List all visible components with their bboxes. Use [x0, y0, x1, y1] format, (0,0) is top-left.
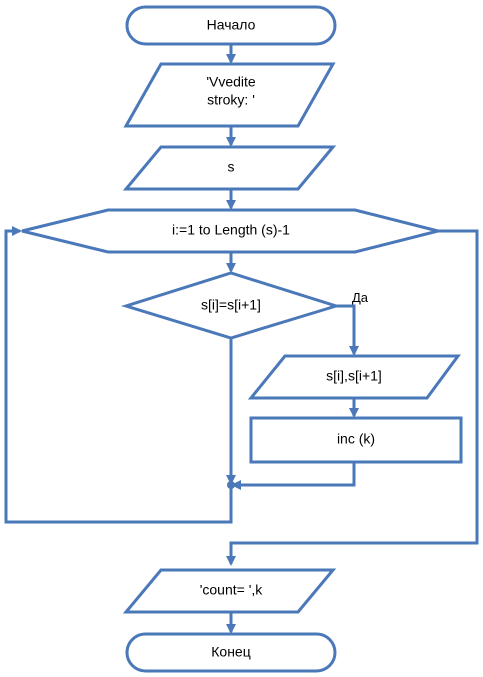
output-pair-block: s[i],s[i+1] [247, 354, 461, 400]
output-count-label: 'count= ',k [200, 582, 264, 598]
end-label: Конец [211, 644, 250, 660]
yes-label: Да [352, 290, 369, 305]
arrow-yes-branch [336, 304, 359, 356]
arrow-process-to-merge [231, 462, 356, 490]
end-terminator: Конец [125, 632, 337, 673]
prompt-output-block: 'Vvedite stroky: ' [123, 62, 336, 128]
arrow-loop-back [4, 226, 233, 524]
output-count-block: 'count= ',k [122, 568, 337, 614]
condition-diamond: s[i]=s[i+1] [120, 271, 342, 340]
process-label: inc (k) [337, 431, 375, 447]
prompt-label-line1: 'Vvedite [206, 74, 256, 90]
condition-label: s[i]=s[i+1] [201, 297, 261, 313]
arrow-loop-exit [226, 229, 479, 566]
loop-label: i:=1 to Length (s)-1 [172, 222, 290, 238]
start-label: Начало [207, 17, 256, 33]
input-block: s [122, 145, 337, 191]
start-terminator: Начало [125, 5, 337, 46]
prompt-label-line2: stroky: ' [207, 92, 255, 108]
output-pair-label: s[i],s[i+1] [326, 368, 382, 384]
process-block: inc (k) [249, 416, 463, 464]
loop-hexagon: i:=1 to Length (s)-1 [21, 208, 439, 254]
input-label: s [228, 159, 235, 175]
